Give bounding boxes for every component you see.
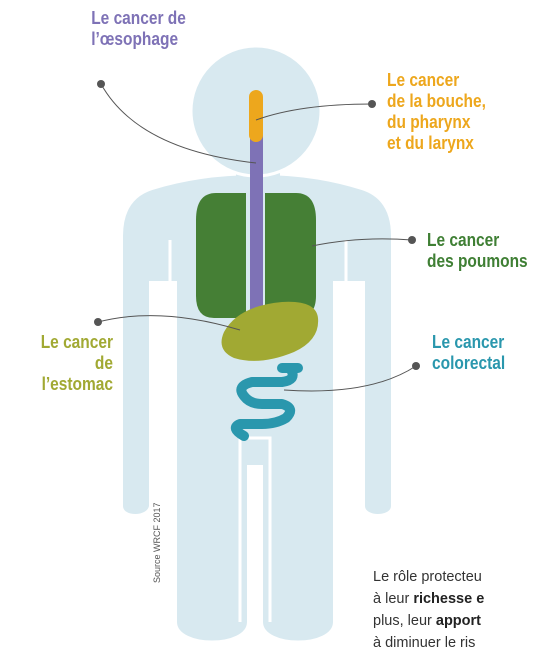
leader-lungs-dot bbox=[408, 236, 416, 244]
body-line-2-plain: à leur bbox=[373, 591, 413, 607]
leader-colorectal-dot bbox=[412, 362, 420, 370]
label-lungs-line1: Le cancer bbox=[427, 230, 528, 251]
label-esophagus-cancer: Le cancer de l’œsophage bbox=[91, 8, 160, 50]
body-line-4: à diminuer le ris bbox=[373, 632, 553, 654]
label-mouth-line1: Le cancer bbox=[387, 70, 486, 91]
body-line-3-plain: plus, leur bbox=[373, 613, 436, 629]
label-colorectal-line2: colorectal bbox=[432, 353, 505, 374]
label-esophagus-line2: l’œsophage bbox=[91, 29, 160, 50]
body-line-2-bold: richesse e bbox=[413, 591, 484, 607]
source-credit: Source WRCF 2017 bbox=[152, 502, 162, 583]
right-lung bbox=[265, 193, 316, 318]
body-line-3: plus, leur apport bbox=[373, 610, 553, 632]
body-line-1: Le rôle protecteu bbox=[373, 566, 553, 588]
label-lungs-line2: des poumons bbox=[427, 251, 528, 272]
label-stomach-cancer: Le cancer de l’estomac bbox=[33, 332, 113, 395]
mouth-throat bbox=[249, 90, 263, 142]
body-line-2: à leur richesse e bbox=[373, 588, 553, 610]
label-lung-cancer: Le cancer des poumons bbox=[427, 230, 528, 272]
label-mouth-line3: du pharynx bbox=[387, 112, 486, 133]
leader-stomach-dot bbox=[94, 318, 102, 326]
label-mouth-line4: et du larynx bbox=[387, 133, 486, 154]
body-paragraph: Le rôle protecteu à leur richesse e plus… bbox=[373, 566, 553, 654]
esophagus bbox=[250, 120, 263, 330]
label-stomach-line3: l’estomac bbox=[33, 374, 113, 395]
label-mouth-cancer: Le cancer de la bouche, du pharynx et du… bbox=[387, 70, 486, 154]
leader-esophagus-dot bbox=[97, 80, 105, 88]
left-lung bbox=[196, 193, 246, 318]
leader-mouth-dot bbox=[368, 100, 376, 108]
label-colorectal-line1: Le cancer bbox=[432, 332, 505, 353]
label-stomach-line2: de bbox=[33, 353, 113, 374]
label-esophagus-line1: Le cancer de bbox=[91, 8, 160, 29]
label-stomach-line1: Le cancer bbox=[33, 332, 113, 353]
body-line-3-bold: apport bbox=[436, 613, 481, 629]
label-mouth-line2: de la bouche, bbox=[387, 91, 486, 112]
label-colorectal-cancer: Le cancer colorectal bbox=[432, 332, 505, 374]
